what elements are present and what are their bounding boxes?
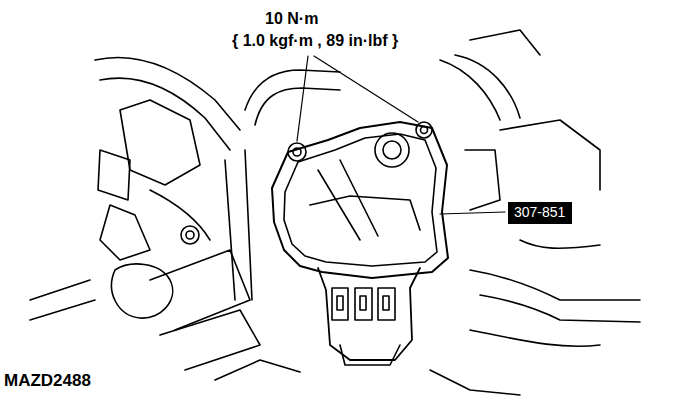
callout-text: 307-851: [514, 205, 566, 220]
torque-value: 10 N·m: [263, 10, 320, 28]
torque-value-conversion: { 1.0 kgf·m , 89 in·lbf }: [230, 32, 400, 50]
figure-code: MAZD2488: [2, 371, 93, 391]
tool-number-callout: 307-851: [508, 202, 572, 224]
